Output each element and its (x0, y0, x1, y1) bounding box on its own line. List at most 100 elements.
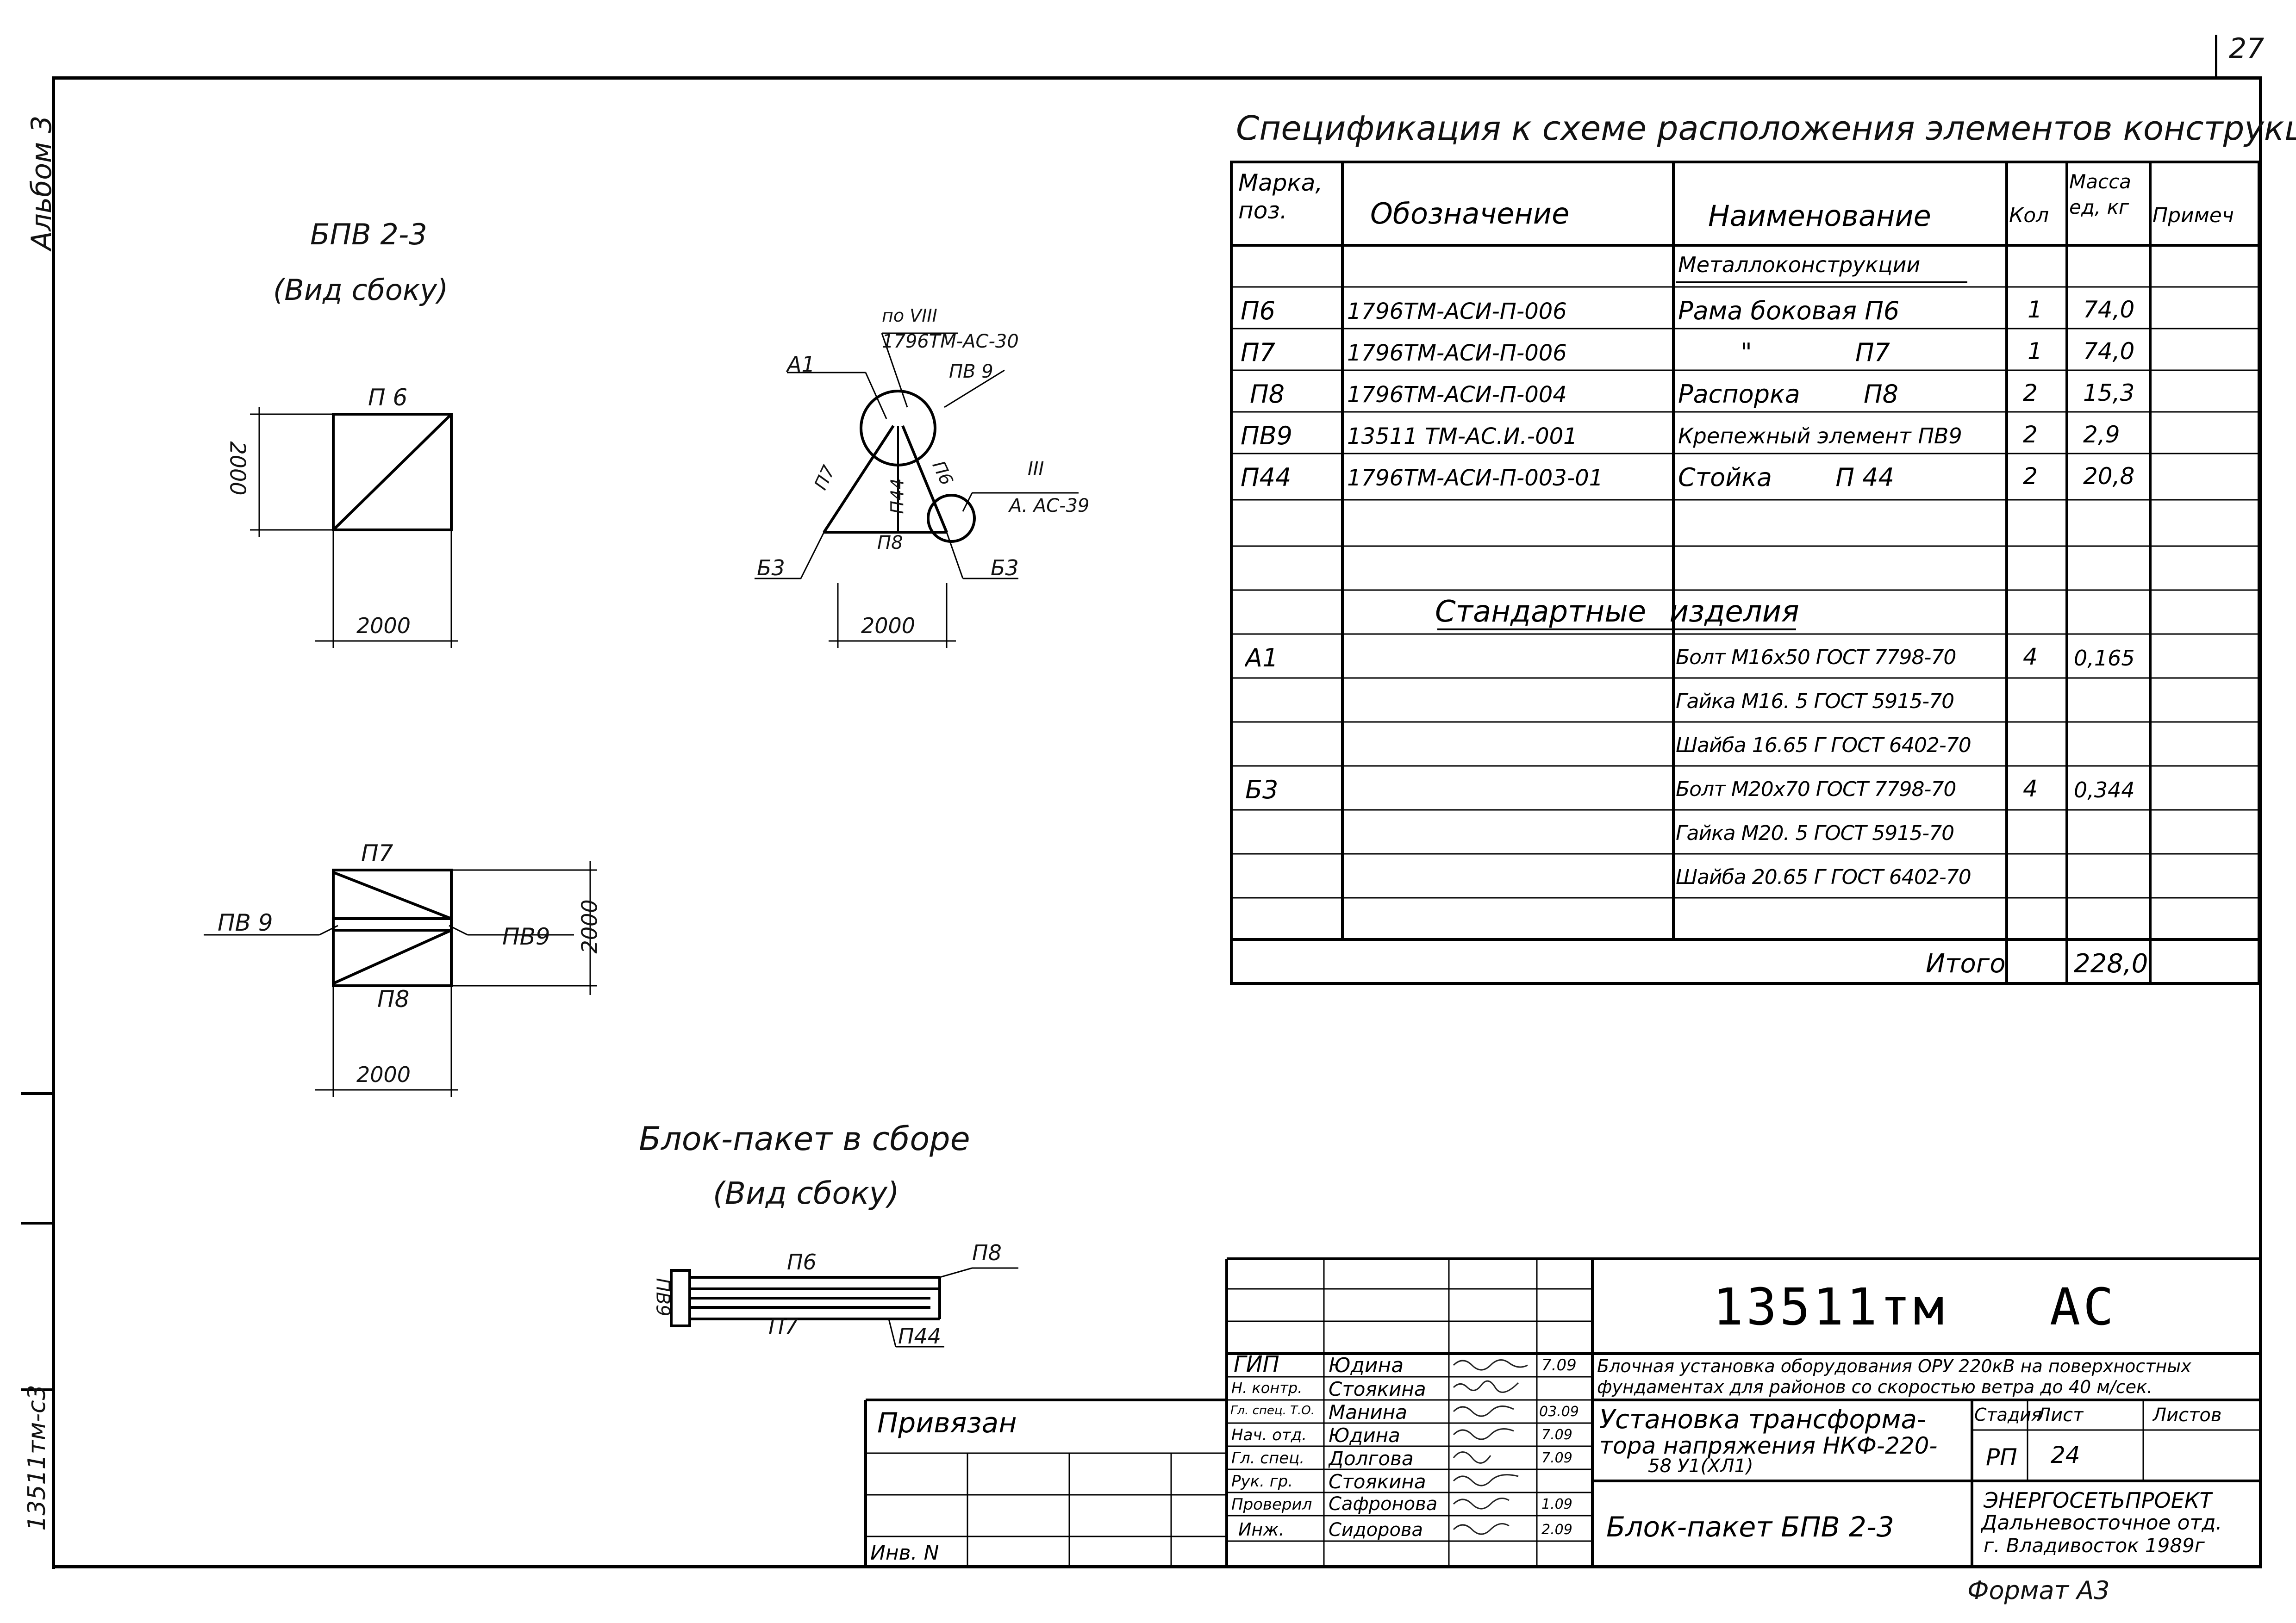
assembly-p44: П44 (898, 1324, 942, 1349)
assembly-p6: П6 (787, 1250, 817, 1275)
signer-role-1: ГИП (1234, 1351, 1279, 1377)
tb-description-2: фундаментах для районов со скоростью вет… (1597, 1377, 2153, 1397)
frame-top (53, 76, 2262, 80)
spec-row-2-name: " П7 (1741, 338, 1890, 367)
signer-role-5: Гл. спец. (1231, 1449, 1305, 1468)
spec-header-designation: Обозначение (1370, 197, 1570, 230)
spec-row-3-designation: 1796ТМ-АСИ-П-004 (1347, 382, 1567, 408)
signer-date-7: 1.09 (1541, 1496, 1572, 1512)
assembly-subtitle: (Вид сбоку) (713, 1175, 899, 1211)
spec-total-value: 228,0 (2074, 949, 2148, 979)
dim-2000-h: 2000 (356, 613, 411, 638)
tb-sheets-header: Листов (2152, 1405, 2222, 1426)
spec-row-3-qty: 2 (2023, 379, 2038, 406)
tb-org-1: ЭНЕРГОСЕТЬПРОЕКТ (1984, 1488, 2213, 1513)
tb-org-2: Дальневосточное отд. (1981, 1511, 2222, 1535)
spec-row-5-mass: 20,8 (2083, 463, 2135, 490)
tb-sheet-title: Блок-пакет БПВ 2-3 (1606, 1511, 1894, 1543)
spec-row-1-name: Рама боковая П6 (1678, 296, 1900, 325)
node-ref3: А. АС-39 (1009, 495, 1090, 516)
spec-row-3-name: Распорка П8 (1678, 379, 1898, 409)
spec-std-1-qty: 4 (2023, 643, 2038, 670)
spec-section-std: Стандартные изделия (1435, 595, 1799, 629)
frame-left (52, 76, 55, 1569)
tb-stage: РП (1986, 1444, 2017, 1471)
signer-role-7: Проверил (1231, 1495, 1312, 1514)
tb-description-1: Блочная установка оборудования ОРУ 220кВ… (1597, 1356, 2191, 1376)
node-ref3-roman: III (1028, 458, 1044, 479)
node-a1: А1 (787, 352, 815, 377)
pv9-right-label: ПВ9 (502, 923, 550, 950)
signer-date-8: 2.09 (1541, 1522, 1572, 1538)
node-po8: по VIII (882, 305, 937, 326)
signer-name-2: Стоякина (1329, 1378, 1426, 1400)
spec-row-4-designation: 13511 ТМ-АС.И.-001 (1347, 423, 1578, 449)
spec-std-1-mass: 0,165 (2074, 646, 2135, 671)
doc-code-suffix: АС (2049, 1277, 2117, 1337)
spec-std-3-name: Шайба 16.65 Г ГОСТ 6402-70 (1676, 734, 1971, 757)
signer-role-2: Н. контр. (1231, 1379, 1303, 1397)
tb-stage-header: Стадия (1974, 1405, 2042, 1425)
spec-header-name: Наименование (1708, 199, 1931, 233)
node-b3-right: Б3 (991, 555, 1019, 580)
spec-row-1-mark: П6 (1241, 296, 1275, 325)
spec-row-1-qty: 1 (2028, 296, 2042, 323)
spec-row-3-mass: 15,3 (2083, 379, 2135, 406)
spec-row-5-mark: П44 (1241, 463, 1292, 492)
spec-std-1-mark: А1 (1245, 643, 1279, 672)
signer-name-1: Юдина (1329, 1354, 1404, 1377)
signer-name-4: Юдина (1329, 1424, 1400, 1447)
spec-header-note: Примеч (2152, 204, 2234, 227)
sheet-number-divider (2215, 35, 2217, 76)
dim-2000-h2: 2000 (356, 1062, 411, 1087)
doc-code-number: 13511тм (1713, 1277, 1947, 1337)
spec-row-4-mass: 2,9 (2083, 421, 2120, 448)
spec-section-metal: Металлоконструкции (1678, 252, 1921, 277)
tb-object-title-1: Установка трансформа- (1599, 1405, 1927, 1435)
tb-org-3: г. Владивосток 1989г (1984, 1534, 2205, 1557)
spec-title: Спецификация к схеме расположения элемен… (1236, 109, 2296, 148)
tb-sheet-header: Лист (2037, 1405, 2084, 1426)
assembly-title: Блок-пакет в сборе (639, 1120, 970, 1158)
assembly-p7: П7 (768, 1314, 798, 1339)
signer-role-4: Нач. отд. (1231, 1426, 1307, 1444)
margin-tick (21, 1388, 53, 1391)
tb-sheet: 24 (2051, 1442, 2080, 1468)
spec-row-2-designation: 1796ТМ-АСИ-П-006 (1347, 340, 1567, 366)
margin-tick (21, 1092, 53, 1095)
spec-std-4-mark: Б3 (1245, 775, 1279, 804)
spec-header-qty: Кол (2009, 204, 2049, 227)
spec-row-2-mark: П7 (1241, 338, 1275, 367)
margin-tick (21, 1222, 53, 1225)
spec-header-mass: Масса ед, кг (2069, 170, 2131, 218)
spec-row-5-designation: 1796ТМ-АСИ-П-003-01 (1347, 465, 1603, 491)
node-b3-left: Б3 (757, 555, 785, 580)
node-dim: 2000 (861, 613, 916, 638)
p7-label: П7 (361, 840, 393, 867)
spec-row-4-qty: 2 (2023, 421, 2038, 448)
spec-row-5-qty: 2 (2023, 463, 2038, 490)
inv-label: Инв. N (870, 1541, 939, 1565)
signer-date-3: 03.09 (1539, 1404, 1579, 1420)
spec-std-4-qty: 4 (2023, 775, 2038, 802)
signer-name-6: Стоякина (1329, 1470, 1426, 1493)
spec-header-mark: Марка, поз. (1238, 169, 1323, 224)
p8-label: П8 (377, 986, 410, 1013)
signer-role-6: Рук. гр. (1231, 1472, 1293, 1491)
node-pv9: ПВ 9 (949, 361, 993, 382)
spec-std-4-mass: 0,344 (2074, 777, 2135, 802)
signer-date-4: 7.09 (1541, 1427, 1572, 1443)
side-subtitle: (Вид сбоку) (273, 273, 449, 307)
doc-code: 13511тм АС (1713, 1277, 2116, 1337)
signer-date-5: 7.09 (1541, 1450, 1572, 1466)
spec-row-4-name: Крепежный элемент ПВ9 (1678, 423, 1962, 448)
spec-row-2-qty: 1 (2028, 338, 2042, 365)
spec-row-1-mass: 74,0 (2083, 296, 2135, 323)
spec-total-label: Итого (1926, 949, 2006, 979)
signer-role-8: Инж. (1238, 1519, 1285, 1540)
spec-std-1-name: Болт М16х50 ГОСТ 7798-70 (1676, 646, 1956, 669)
spec-row-2-mass: 74,0 (2083, 338, 2135, 365)
node-p8: П8 (877, 532, 903, 553)
